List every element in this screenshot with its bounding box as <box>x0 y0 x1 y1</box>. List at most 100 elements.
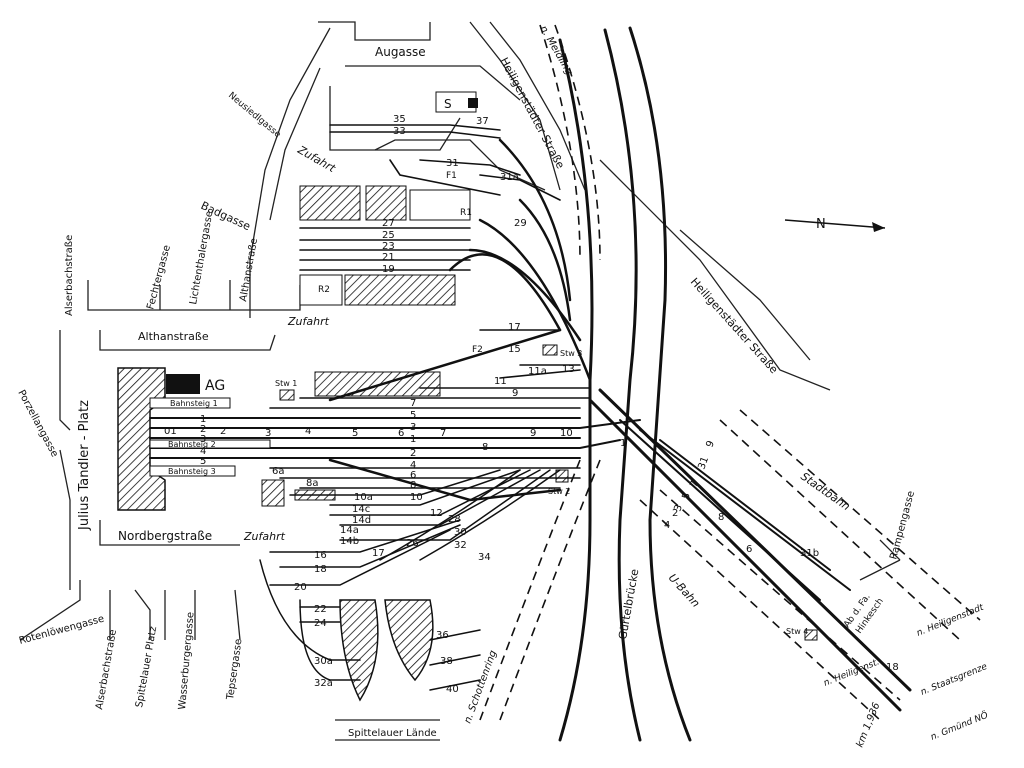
switch-label: 7 <box>440 428 446 439</box>
track-label: 5 <box>200 456 206 467</box>
switch-label: 4 <box>305 426 311 437</box>
track-label: 30 <box>454 527 467 538</box>
label-porzellangasse: Porzellangasse <box>15 388 60 459</box>
route-label: 18 <box>886 662 899 673</box>
label-u-bahn: U-Bahn <box>666 571 703 610</box>
label-althanstrasse: Althanstraße <box>138 330 209 343</box>
r1-building-3 <box>409 189 471 221</box>
track-label: 11 <box>494 376 507 387</box>
buildings <box>117 91 818 702</box>
switch-label: 1 <box>620 438 626 449</box>
label-ag: AG <box>205 378 225 394</box>
building-labels: AG S R1 R2 F1 F2 Stw 1 Stw 2 Stw 3 Stw 4 <box>205 97 808 636</box>
track-label: 15 <box>508 344 521 355</box>
label-stadtbahn: Stadtbahn <box>798 470 852 513</box>
label-alserbachstrasse: Alserbachstraße <box>64 235 75 316</box>
label-r2: R2 <box>318 285 330 295</box>
station-tracks <box>149 328 641 691</box>
turntable-2 <box>384 599 434 682</box>
track-label: 31a <box>500 172 519 183</box>
track-label: 26 <box>406 538 419 549</box>
label-f1: F1 <box>446 171 457 181</box>
track-label: 38 <box>440 656 453 667</box>
track-label: 12 <box>430 508 443 519</box>
track-label: 18 <box>314 564 327 575</box>
track-label: 2 <box>200 424 206 435</box>
label-spittelauer-laende: Spittelauer Lände <box>348 728 437 739</box>
small-building-1 <box>261 479 285 507</box>
track-label: 16 <box>314 550 327 561</box>
label-stw1: Stw 1 <box>275 379 297 388</box>
track-label: 5 <box>410 410 416 421</box>
track-label: 32a <box>314 678 333 689</box>
route-label: 9 <box>704 439 717 449</box>
label-nordbergstrasse: Nordbergstraße <box>118 529 212 543</box>
route-label: 8 <box>718 512 724 523</box>
upper-yard-tracks <box>299 124 592 382</box>
track-label: 17 <box>508 322 521 333</box>
label-stw3: Stw 3 <box>560 349 582 358</box>
platform-1 <box>149 397 231 409</box>
route-label: 4 <box>664 520 670 531</box>
platform-3 <box>149 465 236 477</box>
track-label: 14d <box>352 515 371 526</box>
track-label: 29 <box>514 218 527 229</box>
track-label: 7 <box>410 398 416 409</box>
label-rotenloewengasse: Rotenlöwengasse <box>18 614 106 647</box>
label-to-meidling: n. Meidling <box>537 24 574 77</box>
label-augasse: Augasse <box>375 45 426 59</box>
label-althanstrasse-vertical: Althanstraße <box>238 237 260 302</box>
track-label: 35 <box>393 114 406 125</box>
track-label: 6 <box>410 470 416 481</box>
track-label: 10 <box>410 492 423 503</box>
route-label: 5 <box>680 491 693 501</box>
north-label: N <box>816 217 826 232</box>
track-label: 1 <box>200 414 206 425</box>
label-alserbachstrasse-2: Alserbachstraße <box>94 629 119 711</box>
label-heiligenstaedter-2: Heiligenstädter Straße <box>688 275 781 376</box>
switch-label: 2 <box>220 426 226 437</box>
r2-outline <box>299 274 343 306</box>
label-stw4: Stw 4 <box>786 627 808 636</box>
label-wasserburgergasse: Wasserburgergasse <box>177 612 197 711</box>
label-stw2: Stw 2 <box>548 487 570 496</box>
switch-label: 3 <box>265 428 271 439</box>
track-label: 37 <box>476 116 489 127</box>
turntable-1 <box>339 599 379 702</box>
label-rampengasse: Rampengasse <box>888 490 917 561</box>
track-label: 13 <box>562 364 575 375</box>
label-platform-3: Bahnsteig 3 <box>168 467 216 476</box>
rail-labels: n. Meidling Stadtbahn U-Bahn n. Heiligen… <box>537 24 989 749</box>
stw4-box <box>804 629 818 641</box>
label-zufahrt-2: Zufahrt <box>287 315 330 328</box>
track-label: 31b <box>800 548 819 559</box>
track-label: 14b <box>340 536 359 547</box>
label-julius-tandler-platz: Julius Tandler - Platz <box>77 400 92 531</box>
route-label: 6 <box>746 544 752 555</box>
track-label: 2 <box>410 448 416 459</box>
label-zufahrt-1: Zufahrt <box>295 143 338 176</box>
platform-labels: Bahnsteig 1 Bahnsteig 2 Bahnsteig 3 <box>168 399 218 476</box>
stw3-box <box>542 344 558 356</box>
track-label: 1 <box>410 434 416 445</box>
label-tepsergasse: Tepsergasse <box>225 638 245 701</box>
track-label: 14c <box>352 504 370 515</box>
yard-building <box>314 371 441 397</box>
label-to-gmuend: n. Gmünd NÖ <box>929 710 990 743</box>
track-label: 28 <box>448 514 461 525</box>
route-label: 3 <box>672 503 685 513</box>
route-label: 2 <box>672 508 678 519</box>
track-label: 3 <box>200 434 206 445</box>
track-label: 31 <box>446 158 459 169</box>
s-building-dark <box>468 98 478 108</box>
stw1-box <box>279 389 295 401</box>
track-label: 36 <box>436 630 449 641</box>
switch-label: 6 <box>398 428 404 439</box>
track-label: 8 <box>410 480 416 491</box>
r1-building-2 <box>365 185 407 221</box>
track-label: 14a <box>340 525 359 536</box>
track-label: 21 <box>382 252 395 263</box>
route-label: 31 <box>696 455 711 471</box>
track-label: 34 <box>478 552 491 563</box>
